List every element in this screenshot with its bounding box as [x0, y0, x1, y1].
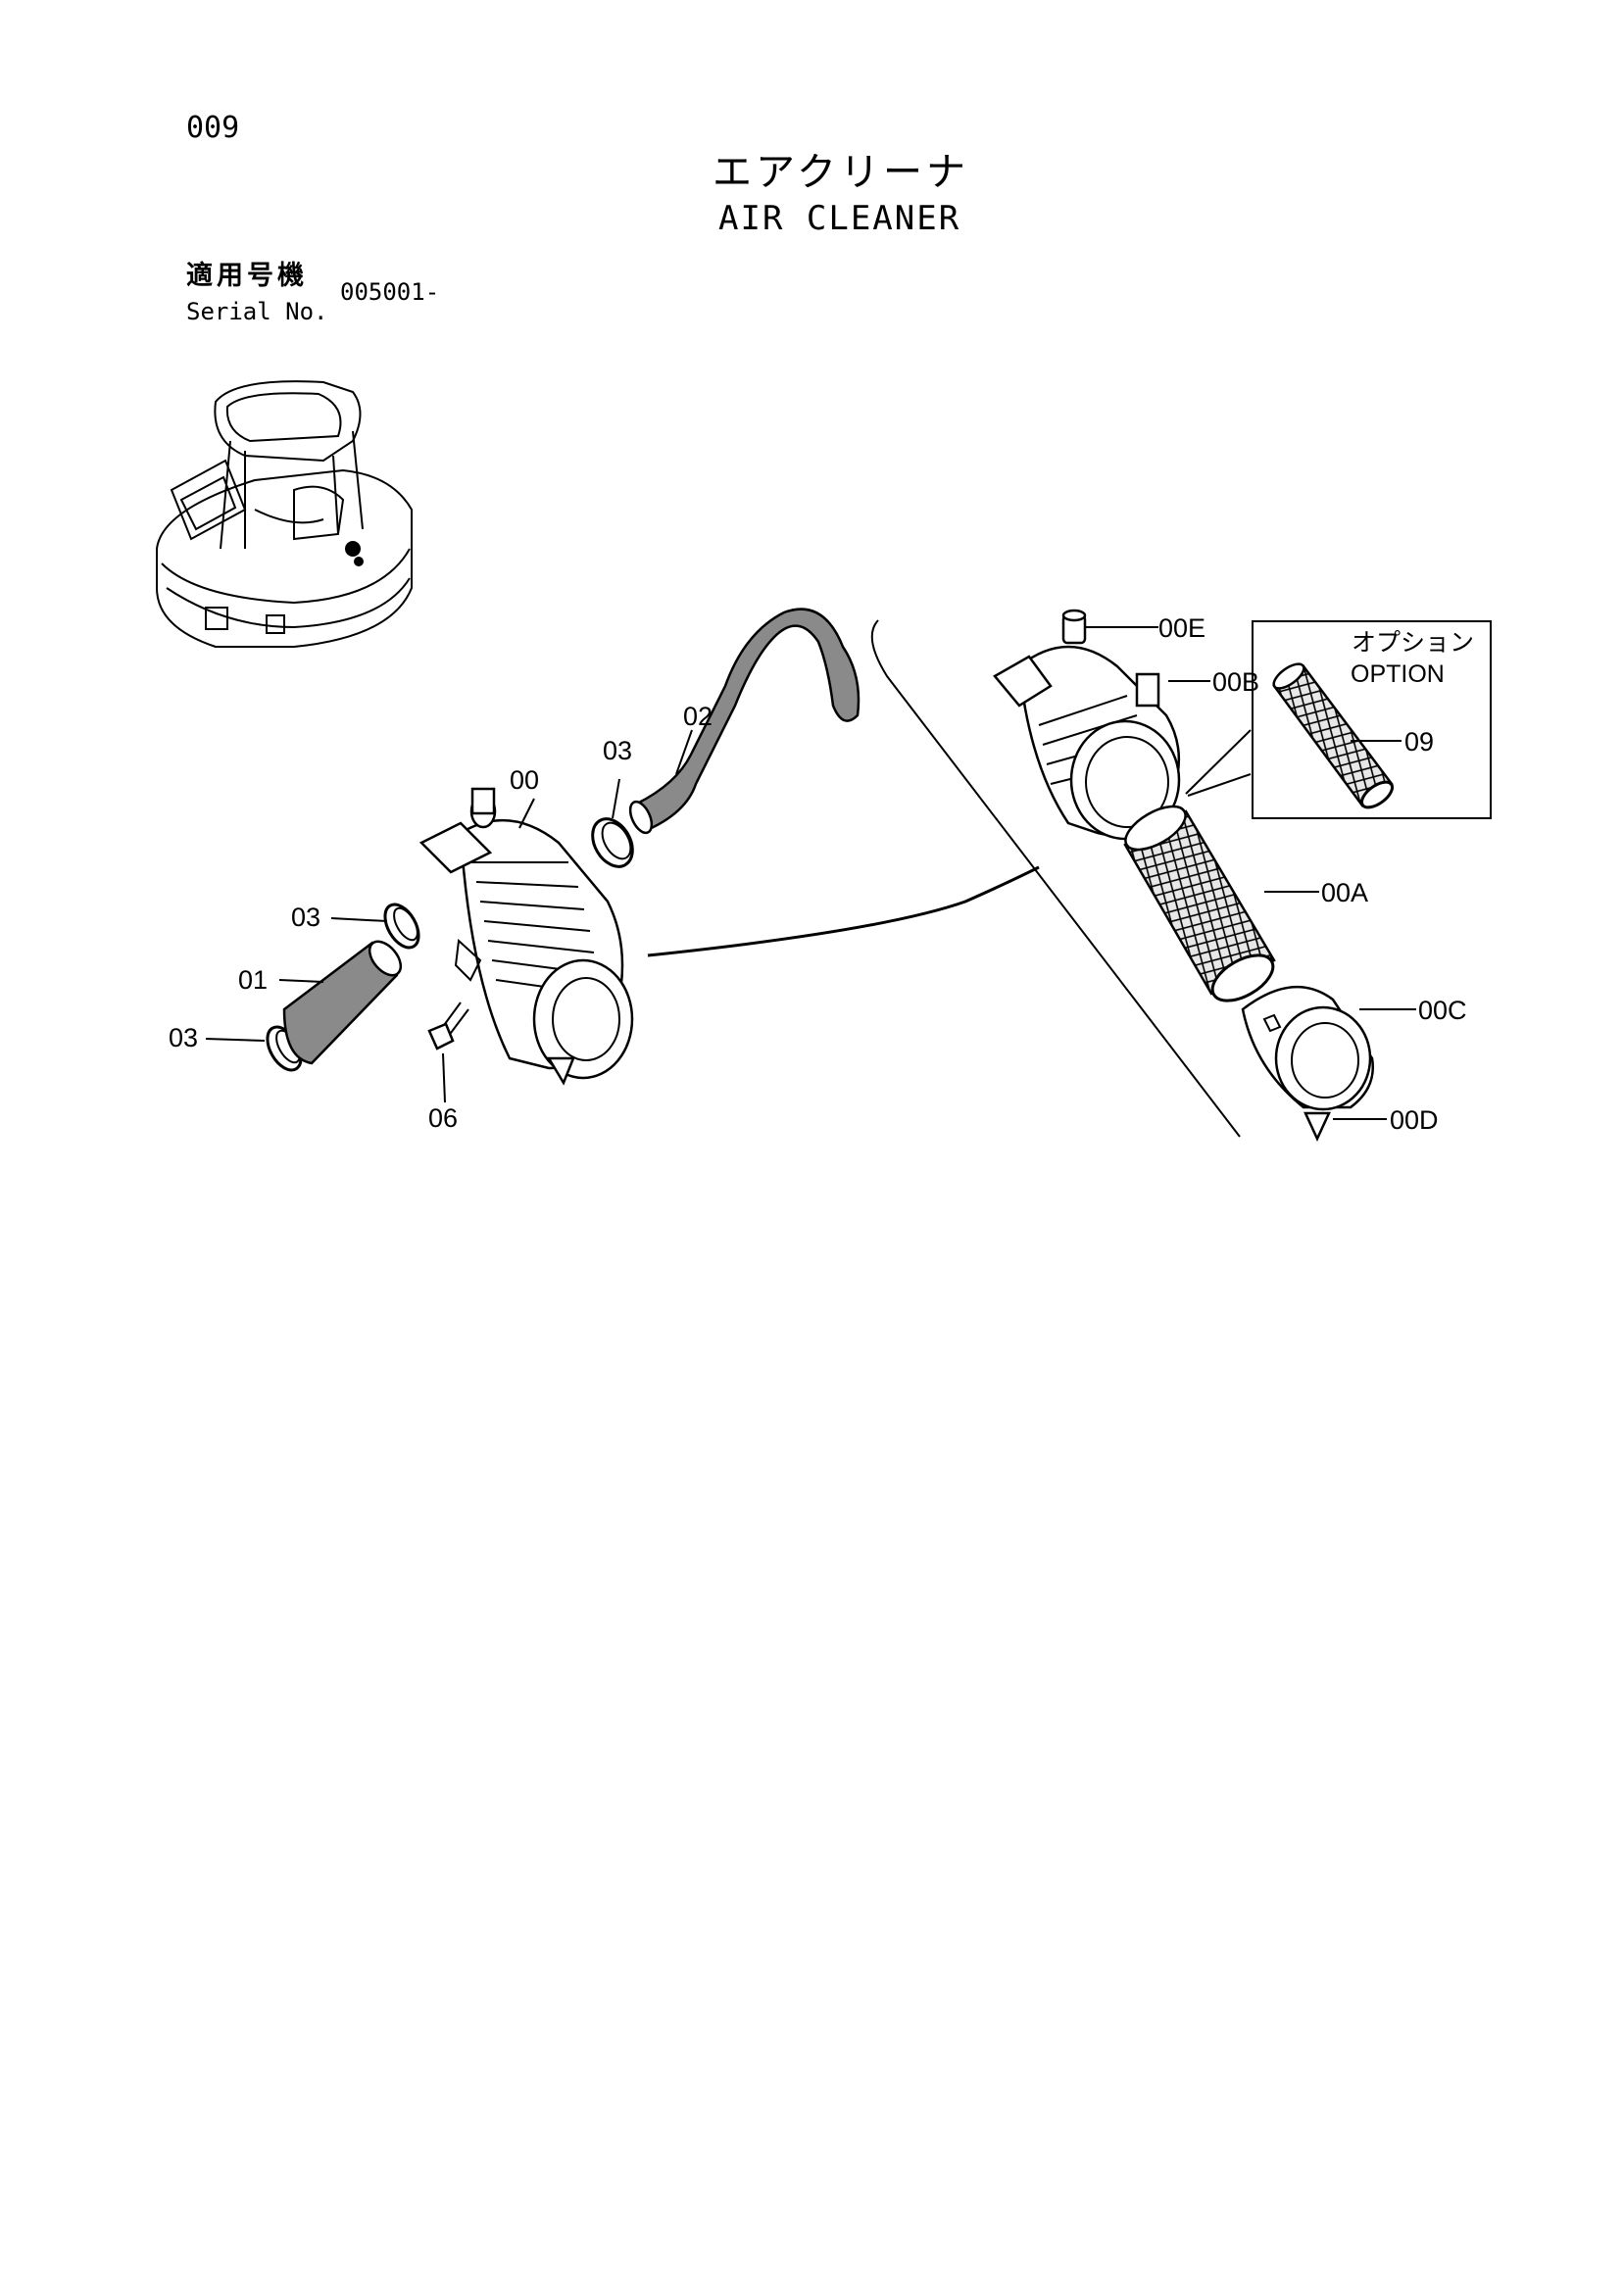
callout-00: 00: [510, 765, 539, 795]
air-cleaner-assembly-00: [418, 787, 634, 1086]
page-title-japanese: エアクリーナ: [713, 150, 969, 195]
main-filter-element-00A: [1123, 805, 1276, 1002]
cover-00C: [1241, 985, 1374, 1111]
callout-06: 06: [428, 1103, 458, 1133]
leader-00: [518, 798, 535, 829]
option-label-japanese: オプション: [1352, 629, 1474, 657]
serial-number-value: 005001-: [340, 278, 440, 306]
leader-01: [278, 979, 324, 983]
callout-03-top: 03: [603, 736, 632, 765]
dust-valve-00D: [1303, 1111, 1331, 1142]
callout-02: 02: [683, 702, 713, 731]
cleaner-body-00B: [993, 645, 1181, 841]
serial-label-english: Serial No.: [186, 298, 328, 325]
option-box: [1252, 620, 1492, 819]
option-label-english: OPTION: [1351, 660, 1445, 688]
leader-06: [442, 1052, 446, 1103]
leader-02: [675, 729, 693, 775]
bolt-06: [427, 1001, 469, 1050]
hose-01: [282, 940, 403, 1065]
callout-01: 01: [238, 965, 268, 995]
page-title-english: AIR CLEANER: [718, 199, 961, 238]
callout-00A: 00A: [1321, 878, 1368, 907]
hose-02: [628, 608, 861, 835]
valve-cap-00E: [1061, 609, 1087, 645]
divider-line: [870, 619, 1241, 1138]
callout-00C: 00C: [1418, 996, 1467, 1025]
serial-label-japanese: 適用号機: [186, 261, 308, 291]
machine-location-thumbnail: [156, 380, 413, 648]
leader-line: [647, 865, 1040, 957]
callout-03-lower: 03: [169, 1023, 198, 1052]
callout-00E: 00E: [1158, 613, 1205, 643]
safety-filter-element-09: [1272, 662, 1394, 809]
callout-09: 09: [1404, 727, 1434, 757]
callout-03-middle: 03: [291, 903, 320, 932]
callout-00B: 00B: [1212, 667, 1259, 697]
leader-03-lower: [205, 1038, 266, 1042]
page-number: 009: [186, 111, 240, 145]
hose-clamp-03-middle: [383, 903, 420, 950]
leader-03-middle: [330, 917, 388, 922]
callout-00D: 00D: [1390, 1105, 1439, 1135]
hose-clamp-03-top: [591, 817, 634, 868]
option-pointer: [1185, 729, 1252, 797]
leader-03-top: [612, 778, 620, 819]
